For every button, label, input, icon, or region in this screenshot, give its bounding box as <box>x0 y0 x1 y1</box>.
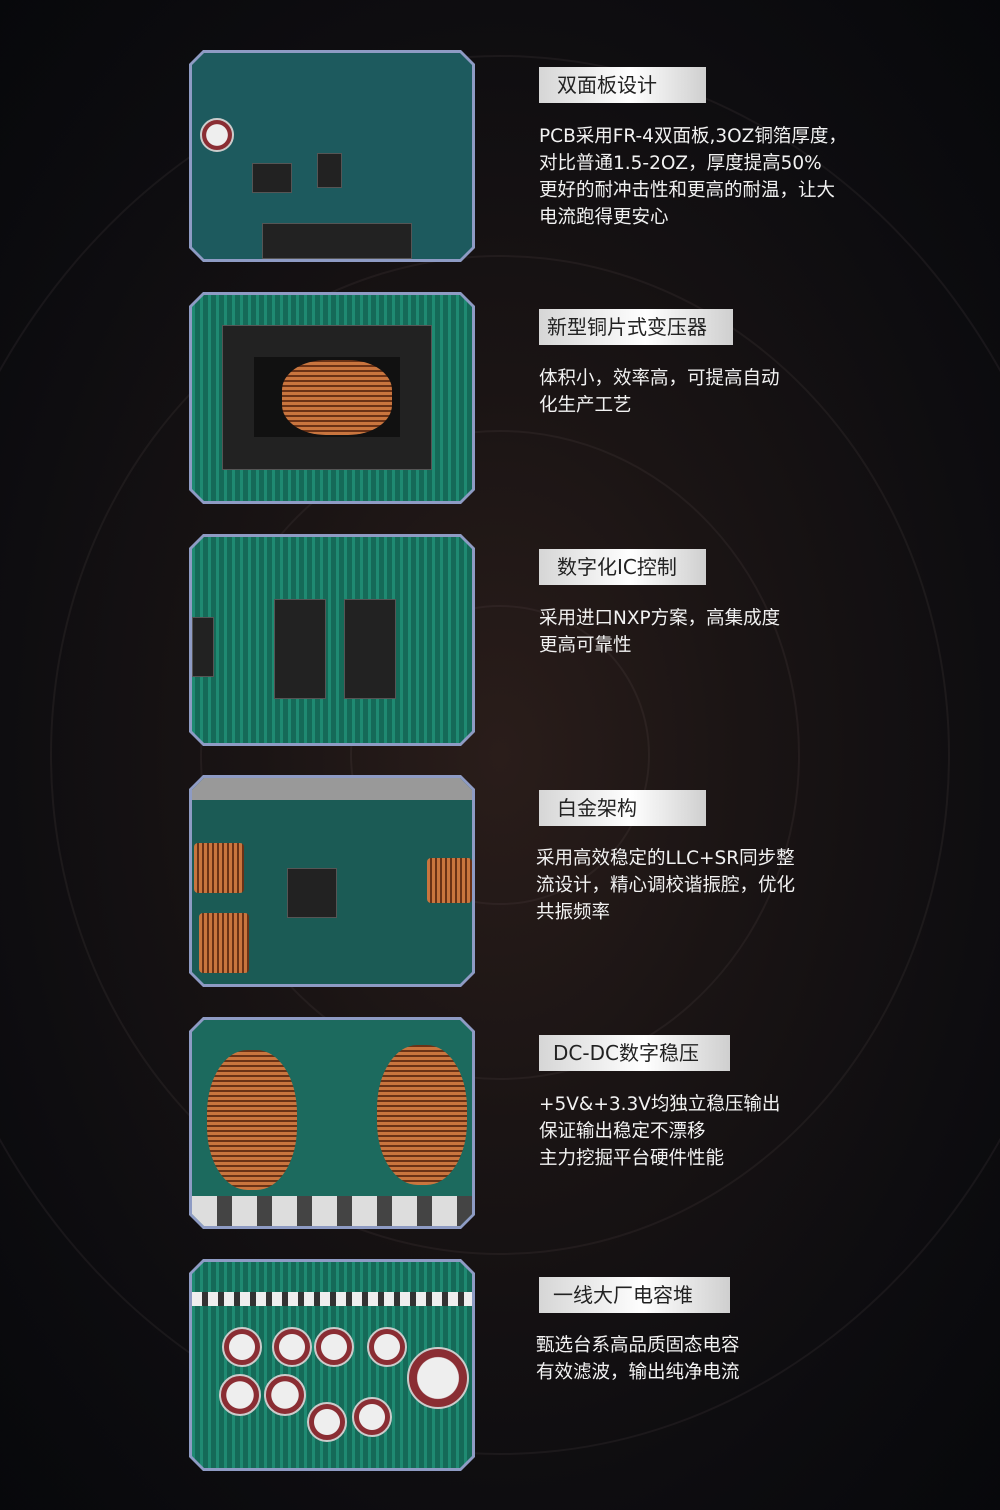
capacitor-bank-image <box>189 1259 475 1471</box>
pcb-double-layer-image <box>189 50 475 262</box>
feature-description: 体积小，效率高，可提高自动化生产工艺 <box>539 368 780 416</box>
feature-title: 新型铜片式变压器 <box>539 309 733 345</box>
dc-dc-inductor-image <box>189 1017 475 1229</box>
feature-title: 双面板设计 <box>539 67 706 103</box>
feature-title: 数字化IC控制 <box>539 549 706 585</box>
feature-title: 白金架构 <box>539 790 706 826</box>
feature-description: 采用高效稳定的LLC+SR同步整流设计，精心调校谐振腔，优化共振频率 <box>536 848 796 923</box>
feature-description: 甄选台系高品质固态电容有效滤波，输出纯净电流 <box>536 1335 740 1383</box>
feature-description: 采用进口NXP方案，高集成度更高可靠性 <box>539 608 781 656</box>
feature-description: +5V&+3.3V均独立稳压输出保证输出稳定不漂移主力挖掘平台硬件性能 <box>539 1094 781 1169</box>
transformer-image <box>189 292 475 504</box>
feature-title: 一线大厂电容堆 <box>539 1277 730 1313</box>
platinum-architecture-image <box>189 775 475 987</box>
feature-title: DC-DC数字稳压 <box>539 1035 730 1071</box>
feature-description: PCB采用FR-4双面板,3OZ铜箔厚度，对比普通1.5-2OZ，厚度提高50%… <box>539 126 847 228</box>
digital-ic-image <box>189 534 475 746</box>
